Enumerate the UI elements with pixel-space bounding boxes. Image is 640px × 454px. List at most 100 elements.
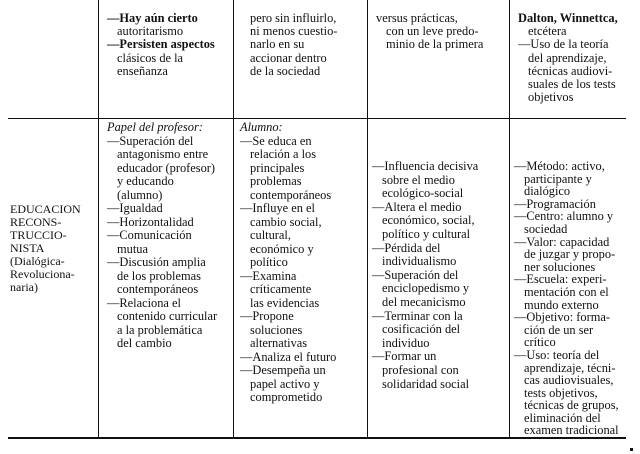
text-line: enciclopedismo y <box>382 281 470 296</box>
text-line: —Terminar con la <box>372 308 463 323</box>
text-line: económico, social, <box>382 213 475 228</box>
text-line: individualismo <box>382 254 457 269</box>
text-line: pero sin influirlo, <box>250 11 337 25</box>
row-label-line: NISTA <box>10 241 45 255</box>
row-label-line: EDUCACION <box>10 202 81 216</box>
text-line: mundo externo <box>524 297 599 312</box>
text-line: alternativas <box>250 336 308 350</box>
top-row-col2: pero sin influirlo, ni menos cuestio- na… <box>250 11 338 78</box>
text-line: —Horizontalidad <box>107 214 194 229</box>
text-line: ner soluciones <box>524 259 596 274</box>
text-line: técnicas audiovi- <box>528 63 613 78</box>
text-line: eliminación del <box>524 410 601 425</box>
text-line: mentación con el <box>524 284 609 299</box>
text-line: narlo en su <box>250 37 305 52</box>
top-row-col1: —Hay aún cierto autoritarismo —Persisten… <box>107 11 215 78</box>
text-line: ción de un ser <box>524 322 594 337</box>
text-line: —Método: activo, <box>514 159 605 173</box>
text-line: críticamente <box>250 282 312 296</box>
text-line: —Influencia decisiva <box>372 159 479 173</box>
text-line: del cambio <box>117 336 172 350</box>
text-line: del mecanicismo <box>382 294 466 309</box>
text-line: —Formar un <box>372 349 437 364</box>
text-line: —Escuela: experi- <box>514 272 607 287</box>
text-line: antagonismo entre <box>117 147 209 161</box>
text-line: comprometido <box>250 390 323 404</box>
column-divider <box>509 0 510 438</box>
row-label-line: RECONS- <box>10 215 62 229</box>
text-line: de los problemas <box>117 268 201 283</box>
text-line: minio de la primera <box>386 37 484 52</box>
text-line: —Persisten aspectos <box>107 37 215 52</box>
text-line: profesional con <box>382 362 459 377</box>
text-line: papel activo y <box>250 376 320 391</box>
row-label: EDUCACION RECONS- TRUCCIO- NISTA (Dialóg… <box>10 203 81 294</box>
text-line: —Uso: teoría del <box>514 347 600 362</box>
text-line: con un leve predo- <box>386 24 479 39</box>
text-line: técnicas de grupos, <box>524 398 619 413</box>
teacher-role-cell: Papel del profesor: —Superación del anta… <box>107 120 218 351</box>
student-role-cell: Alumno: —Se educa en relación a los prin… <box>240 120 337 405</box>
text-line: —Centro: alumno y <box>514 209 614 224</box>
text-line: cosificación del <box>382 322 461 337</box>
text-line: objetivos <box>528 90 574 105</box>
text-line: cas audiovisuales, <box>524 373 614 388</box>
text-line: contenido curricular <box>117 309 218 323</box>
text-line: —Superación del <box>372 267 459 282</box>
text-line: ni menos cuestio- <box>250 24 338 39</box>
text-line: —Discusión amplia <box>107 255 206 269</box>
text-line: cambio social, <box>250 214 322 229</box>
text-line: ecológico-social <box>382 186 464 201</box>
text-line: mutua <box>117 241 148 256</box>
text-line: económico y <box>250 241 314 256</box>
text-line: —Altera el medio <box>372 199 462 214</box>
row-label-line: naria) <box>10 280 38 294</box>
text-line: (alumno) <box>117 187 163 202</box>
text-line: y educando <box>117 174 174 188</box>
column-divider <box>98 0 99 438</box>
text-line: de la sociedad <box>250 63 321 78</box>
text-line: —Influye en el <box>240 201 316 215</box>
text-line: político <box>250 255 288 269</box>
text-line: tests objetivos, <box>524 385 598 400</box>
text-line: a la problemática <box>117 322 203 337</box>
text-line: etcétera <box>528 24 567 39</box>
text-line: —Pérdida del <box>372 240 441 255</box>
text-line: contemporáneos <box>117 282 199 296</box>
text-line: político y cultural <box>382 226 471 241</box>
text-line: —Valor: capacidad <box>514 234 610 249</box>
teacher-role-heading: Papel del profesor: <box>107 120 203 134</box>
methods-cell: —Método: activo, participante y dialógic… <box>514 160 619 437</box>
text-line: Dalton, Winnettca, <box>518 11 618 25</box>
text-line: —Hay aún cierto <box>107 11 198 25</box>
text-line: crítico <box>524 335 556 350</box>
text-line: —Examina <box>240 268 297 283</box>
text-line: solidaridad social <box>382 376 470 391</box>
text-line: educador (profesor) <box>117 160 216 175</box>
text-line: versus prácticas, <box>376 11 458 25</box>
text-line: accionar dentro <box>250 50 327 65</box>
text-line: —Comunicación <box>107 228 192 242</box>
text-line: cultural, <box>250 228 291 242</box>
row-label-line: TRUCCIO- <box>10 228 67 242</box>
objectives-cell: —Influencia decisiva sobre el medio ecol… <box>372 159 479 391</box>
text-line: examen tradicional <box>524 423 619 438</box>
top-row-col4: Dalton, Winnettca, etcétera —Uso de la t… <box>518 11 618 105</box>
text-line: —Objetivo: forma- <box>514 310 611 325</box>
text-line: —Relaciona el <box>107 295 181 310</box>
text-line: suales de los tests <box>528 77 616 92</box>
text-line: sobre el medio <box>382 172 455 187</box>
text-line: —Igualdad <box>107 201 163 215</box>
row-label-line: Revoluciona- <box>10 267 75 281</box>
table-bottom-rule <box>8 437 626 439</box>
text-line: —Uso de la teoría <box>518 37 609 52</box>
text-line: soluciones <box>250 322 303 337</box>
text-line: de juzgar y propo- <box>524 247 616 262</box>
period-mark <box>630 448 633 451</box>
text-line: autoritarismo <box>117 24 184 39</box>
text-line: enseñanza <box>117 63 168 78</box>
row-divider <box>8 118 626 119</box>
text-line: participante y <box>524 171 592 186</box>
column-divider <box>367 0 368 438</box>
text-line: —Analiza el futuro <box>240 349 337 364</box>
